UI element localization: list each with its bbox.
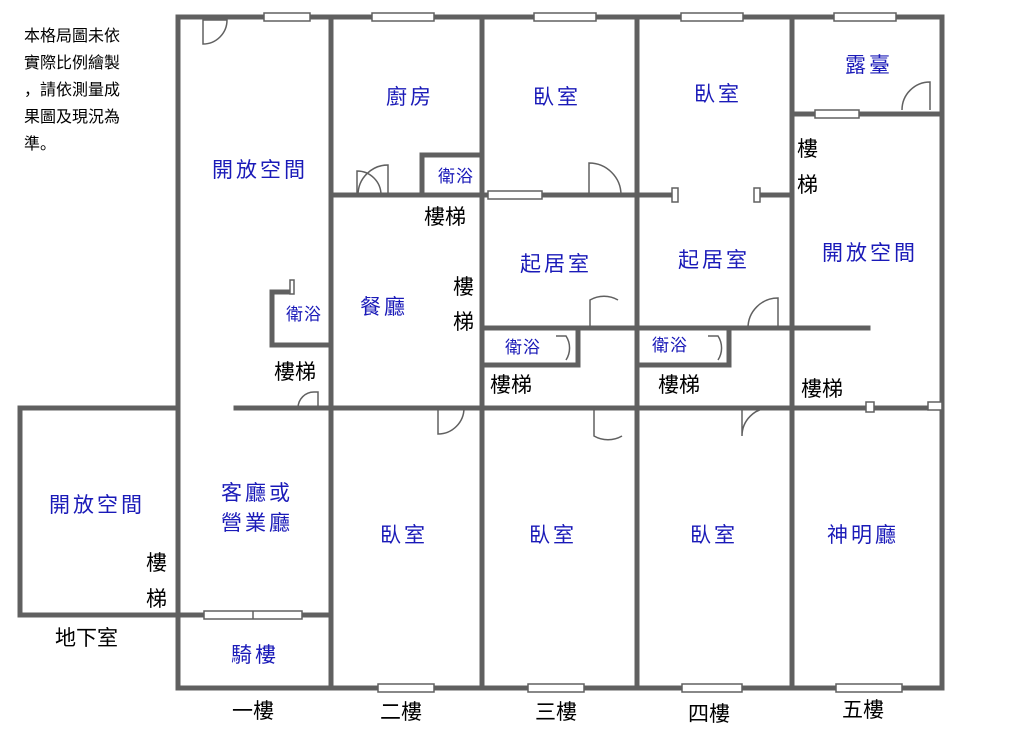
room-f2-dining: 餐廳 — [360, 295, 408, 319]
door-swing — [593, 408, 623, 441]
stair-f2-side-char1: 樓 — [453, 275, 474, 299]
opening — [753, 187, 761, 203]
f4-bathroom-walls — [634, 325, 732, 368]
stair-f2-under-bath: 樓梯 — [424, 205, 466, 229]
window — [680, 12, 744, 22]
room-labels: 開放空間 開放空間 衛浴 客廳或 營業廳 騎樓 廚房 衛浴 餐廳 臥室 臥室 起… — [49, 53, 918, 667]
floor-label-1: 一樓 — [232, 699, 274, 723]
f3-bathroom-walls — [479, 325, 581, 368]
door-swing — [901, 81, 931, 111]
door-swing — [297, 391, 319, 409]
room-f1-bathroom: 衛浴 — [286, 305, 322, 325]
windows — [203, 12, 943, 693]
f1-bathroom-walls — [269, 289, 334, 348]
window — [833, 12, 897, 22]
room-f1-living-line2: 營業廳 — [221, 511, 293, 535]
stair-f5-top-char1: 樓 — [797, 137, 818, 161]
doors — [202, 19, 931, 441]
floor-labels: 地下室 一樓 二樓 三樓 四樓 五樓 — [55, 626, 884, 726]
window — [533, 12, 597, 22]
room-f4-bathroom: 衛浴 — [652, 336, 688, 356]
room-f2-bathroom: 衛浴 — [438, 167, 474, 187]
stair-basement-char1: 樓 — [146, 551, 167, 575]
room-f4-living: 起居室 — [678, 248, 750, 272]
door-swing — [747, 297, 779, 329]
door-swing — [589, 295, 619, 328]
stair-basement-char2: 梯 — [146, 587, 167, 611]
note-line: 準。 — [24, 134, 56, 153]
note-line: ，請依測量成 — [24, 80, 120, 99]
window — [371, 12, 435, 22]
opening — [814, 109, 860, 119]
stair-labels: 樓 梯 樓梯 樓梯 樓 梯 樓梯 樓梯 樓 梯 樓梯 — [146, 137, 843, 611]
window — [263, 12, 311, 22]
door-swing — [202, 19, 228, 45]
door-swing — [356, 170, 382, 196]
room-f2-kitchen: 廚房 — [386, 85, 434, 109]
window — [527, 683, 585, 693]
room-f5-shrine: 神明廳 — [827, 523, 899, 547]
door-swing — [588, 162, 622, 196]
room-f1-living-line1: 客廳或 — [221, 481, 293, 505]
room-f2-bedroom: 臥室 — [380, 523, 428, 547]
window — [377, 683, 435, 693]
room-f1-open-space: 開放空間 — [212, 158, 308, 182]
stair-f3: 樓梯 — [490, 373, 532, 397]
door-swing — [357, 164, 389, 196]
room-f3-living: 起居室 — [520, 252, 592, 276]
room-basement-open-space: 開放空間 — [49, 493, 145, 517]
room-f5-open-space: 開放空間 — [822, 241, 918, 265]
stair-f5-mid: 樓梯 — [801, 377, 843, 401]
floor-label-4: 四樓 — [688, 702, 730, 726]
room-f1-arcade: 騎樓 — [231, 643, 279, 667]
window — [681, 683, 743, 693]
stair-f4: 樓梯 — [658, 373, 700, 397]
disclaimer-note: 本格局圖未依 實際比例繪製 ，請依測量成 果圖及現況為 準。 — [24, 26, 120, 153]
room-f4-bedroom-bottom: 臥室 — [690, 523, 738, 547]
note-line: 實際比例繪製 — [24, 53, 120, 72]
note-line: 果圖及現況為 — [24, 107, 120, 126]
room-f4-bedroom-top: 臥室 — [694, 82, 742, 106]
opening — [671, 187, 679, 203]
basement-walls — [17, 405, 181, 618]
door-swing — [708, 335, 723, 361]
note-line: 本格局圖未依 — [24, 26, 120, 45]
window — [289, 279, 295, 295]
room-f5-terrace: 露臺 — [845, 53, 893, 77]
opening — [487, 190, 543, 200]
stair-f5-top-char2: 梯 — [797, 173, 818, 197]
opening — [927, 401, 943, 411]
stair-f1: 樓梯 — [274, 360, 316, 384]
floor-label-basement: 地下室 — [55, 626, 118, 650]
opening — [865, 401, 875, 413]
window — [835, 683, 903, 693]
floor-label-3: 三樓 — [535, 700, 577, 724]
door-swing — [556, 335, 571, 361]
f2-bathroom-walls — [419, 152, 485, 198]
room-f3-bathroom: 衛浴 — [505, 338, 541, 358]
stair-f2-side-char2: 梯 — [453, 310, 474, 334]
floor-label-2: 二樓 — [380, 700, 422, 724]
door-swing — [437, 407, 465, 435]
room-f3-bedroom-bottom: 臥室 — [529, 523, 577, 547]
floor-label-5: 五樓 — [842, 698, 884, 722]
room-f3-bedroom-top: 臥室 — [533, 85, 581, 109]
door-swing — [741, 407, 771, 437]
